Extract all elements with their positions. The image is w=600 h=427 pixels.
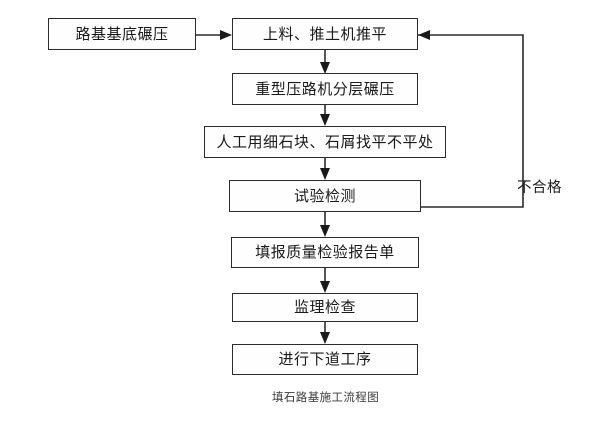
connector-feeding-to-roller <box>320 50 330 74</box>
connector-subgrade-to-feeding <box>196 30 232 40</box>
node-feeding-bulldozer-leveling[interactable]: 上料、推土机推平 <box>232 18 418 50</box>
node-subgrade-compaction[interactable]: 路基基底碾压 <box>48 18 196 50</box>
connector-supervision-to-next <box>320 322 330 344</box>
node-label: 监理检查 <box>293 298 356 316</box>
connector-roller-to-manual <box>320 105 330 126</box>
node-label: 重型压路机分层碾压 <box>255 79 395 98</box>
node-heavy-roller-layered-compaction[interactable]: 重型压路机分层碾压 <box>232 73 418 105</box>
node-label: 填报质量检验报告单 <box>255 243 395 261</box>
node-next-process[interactable]: 进行下道工序 <box>232 344 418 375</box>
connector-test-to-report <box>320 212 330 237</box>
node-label: 进行下道工序 <box>278 350 372 368</box>
node-label: 上料、推土机推平 <box>262 24 387 43</box>
edge-label-reject: 不合格 <box>517 180 562 196</box>
node-label: 路基基底碾压 <box>75 24 169 43</box>
node-label: 人工用细石块、石屑找平不平处 <box>216 132 434 151</box>
node-supervision-inspection[interactable]: 监理检查 <box>232 293 418 322</box>
node-test-inspection[interactable]: 试验检测 <box>229 180 421 212</box>
connector-manual-to-test <box>320 158 330 180</box>
node-manual-fine-stone-leveling[interactable]: 人工用细石块、石屑找平不平处 <box>204 126 446 158</box>
connector-report-to-supervision <box>320 268 330 293</box>
node-quality-report-submission[interactable]: 填报质量检验报告单 <box>231 237 419 268</box>
diagram-caption: 填石路基施工流程图 <box>272 390 380 404</box>
node-label: 试验检测 <box>293 186 356 205</box>
